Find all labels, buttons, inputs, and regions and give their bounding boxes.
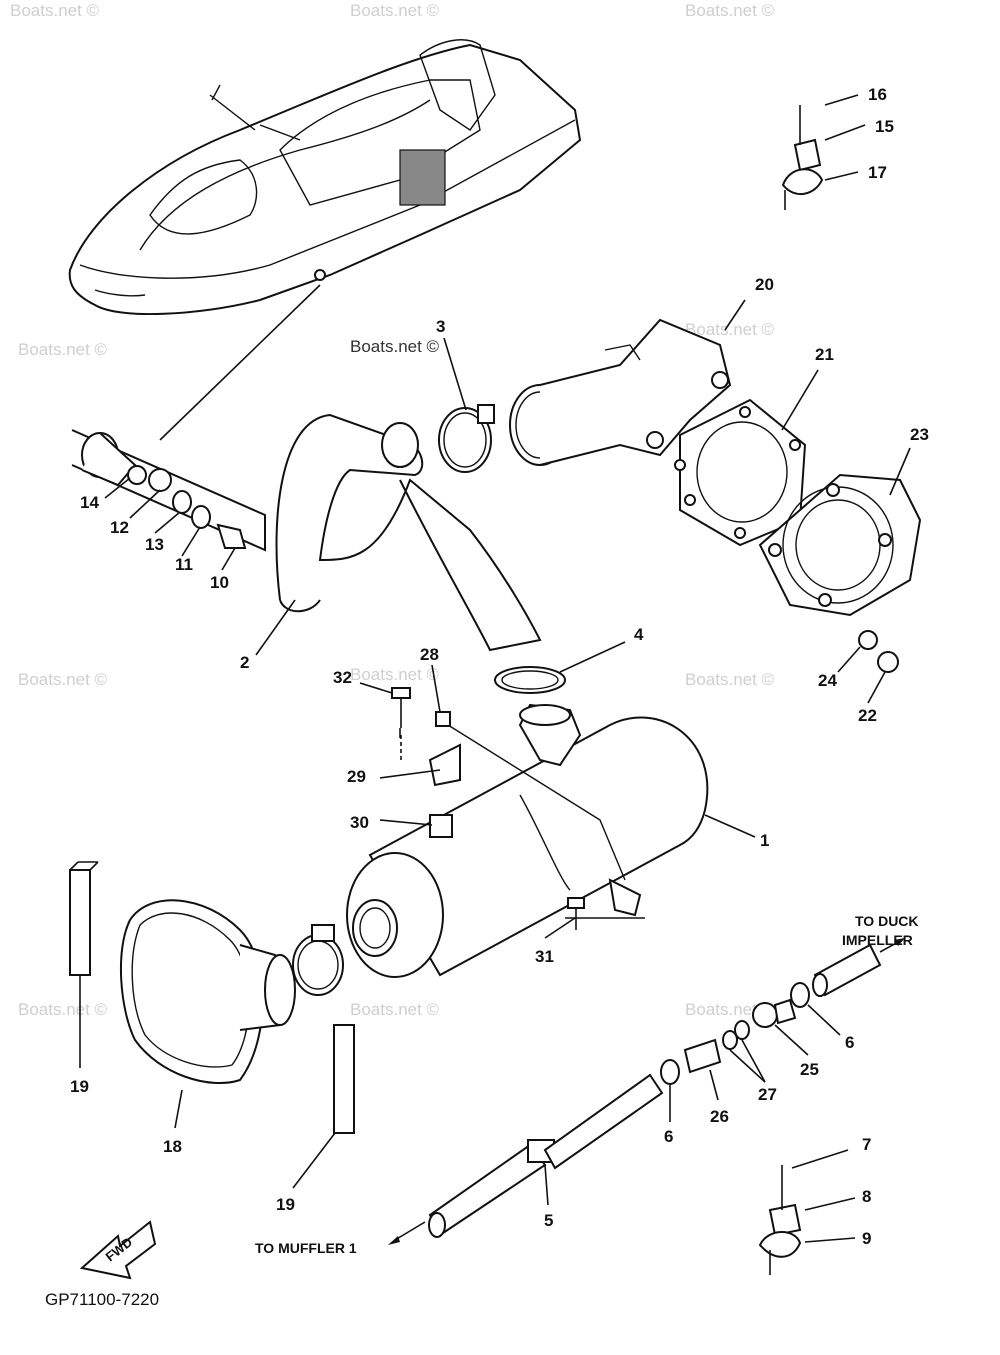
note-to-duck-impeller-2: IMPELLER bbox=[842, 932, 913, 948]
part-label-27: 27 bbox=[758, 1085, 777, 1104]
part-label-1: 1 bbox=[760, 831, 769, 850]
part-label-29: 29 bbox=[347, 767, 366, 786]
part-label-31: 31 bbox=[535, 947, 554, 966]
clamp-3 bbox=[438, 404, 495, 473]
part-label-22: 22 bbox=[858, 706, 877, 725]
watermark-text: Boats.net © bbox=[350, 665, 440, 684]
bracket-29 bbox=[428, 743, 461, 787]
part-label-18: 18 bbox=[163, 1137, 182, 1156]
rubber-joint-18 bbox=[119, 899, 296, 1084]
part-label-26: 26 bbox=[710, 1107, 729, 1126]
part-label-25: 25 bbox=[800, 1060, 819, 1079]
muffler-1 bbox=[346, 703, 709, 978]
watermark-text: Boats.net © bbox=[18, 340, 108, 359]
part-label-15: 15 bbox=[875, 117, 894, 136]
note-to-duck-impeller: TO DUCK bbox=[855, 913, 919, 929]
part-label-19b: 19 bbox=[276, 1195, 295, 1214]
part-label-2: 2 bbox=[240, 653, 249, 672]
watermark-text: Boats.net © bbox=[350, 1, 440, 20]
watermark-text: Boats.net © bbox=[350, 1000, 440, 1019]
leader-lines bbox=[79, 94, 911, 1243]
part-label-7: 7 bbox=[862, 1135, 871, 1154]
watermarks: Boats.net © Boats.net © Boats.net © Boat… bbox=[10, 1, 775, 1019]
part-label-21: 21 bbox=[815, 345, 834, 364]
part-label-8: 8 bbox=[862, 1187, 871, 1206]
diagram-code: GP71100-7220 bbox=[45, 1290, 159, 1309]
watermark-text: Boats.net © bbox=[18, 670, 108, 689]
watermark-text: Boats.net © bbox=[350, 337, 440, 356]
part-label-28: 28 bbox=[420, 645, 439, 664]
part-label-23: 23 bbox=[910, 425, 929, 444]
watermark-text: Boats.net © bbox=[18, 1000, 108, 1019]
part-label-10: 10 bbox=[210, 573, 229, 592]
part-label-24: 24 bbox=[818, 671, 837, 690]
part-label-5: 5 bbox=[544, 1211, 553, 1230]
tie-assembly-upper bbox=[781, 105, 824, 210]
part-label-19: 19 bbox=[70, 1077, 89, 1096]
hose-assembly bbox=[71, 284, 321, 552]
part-label-4: 4 bbox=[634, 625, 644, 644]
bolt-31 bbox=[567, 897, 585, 930]
exhaust-elbow-20 bbox=[509, 318, 732, 466]
bracket-rod-28 bbox=[435, 711, 642, 917]
part-labels: 16 15 17 20 21 23 3 4 2 1 31 32 28 29 30… bbox=[45, 85, 929, 1309]
part-label-17: 17 bbox=[868, 163, 887, 182]
note-to-muffler: TO MUFFLER 1 bbox=[255, 1240, 357, 1256]
pad-19 bbox=[69, 861, 355, 1134]
rubber-mount-30 bbox=[429, 814, 453, 838]
part-label-14: 14 bbox=[80, 493, 99, 512]
exhaust-pipe-2 bbox=[275, 413, 542, 652]
clamp-4 bbox=[494, 666, 566, 694]
part-label-12: 12 bbox=[110, 518, 129, 537]
watermark-text: Boats.net © bbox=[685, 320, 775, 339]
part-label-11: 11 bbox=[175, 555, 193, 574]
watermark-text: Boats.net © bbox=[685, 1, 775, 20]
watermark-text: Boats.net © bbox=[685, 670, 775, 689]
bolt-32 bbox=[391, 687, 411, 760]
part-label-16: 16 bbox=[868, 85, 887, 104]
part-label-32: 32 bbox=[333, 668, 352, 687]
fittings-assembly bbox=[660, 982, 810, 1085]
flange-plate-23 bbox=[758, 473, 922, 617]
clamp-muffler-inlet bbox=[292, 924, 344, 996]
cooling-hose-lower bbox=[388, 1073, 664, 1245]
part-label-30: 30 bbox=[350, 813, 369, 832]
watermark-text: Boats.net © bbox=[10, 1, 100, 20]
part-label-6: 6 bbox=[845, 1033, 854, 1052]
cooling-hose-upper bbox=[812, 938, 905, 997]
tie-assembly-lower bbox=[758, 1165, 802, 1275]
part-label-9: 9 bbox=[862, 1229, 871, 1248]
part-label-13: 13 bbox=[145, 535, 164, 554]
watercraft-illustration bbox=[68, 39, 582, 316]
part-label-6b: 6 bbox=[664, 1127, 673, 1146]
fwd-direction-icon: FWD bbox=[79, 1220, 157, 1280]
part-label-3: 3 bbox=[436, 317, 445, 336]
nut-washer-22-24 bbox=[858, 630, 899, 673]
part-label-20: 20 bbox=[755, 275, 774, 294]
